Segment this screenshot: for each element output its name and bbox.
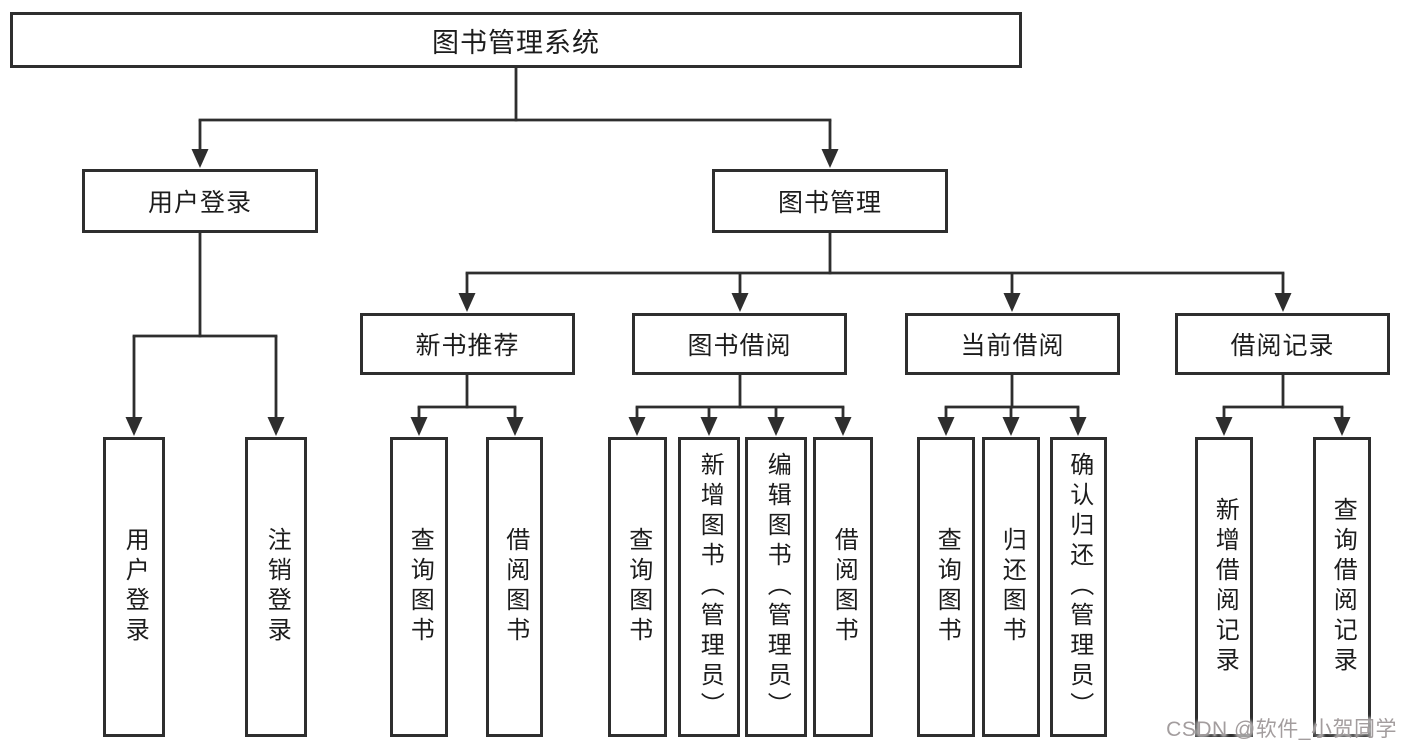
node-new-book-recommend-label: 新书推荐 xyxy=(415,332,520,360)
csdn-watermark: CSDN @软件_小贺同学 xyxy=(1166,718,1397,741)
leaf-return-book: 归还图书 xyxy=(982,437,1040,737)
leaf-edit-book-admin-label: 编辑图书（管理员） xyxy=(763,452,791,722)
node-book-management-label: 图书管理 xyxy=(777,189,882,217)
node-book-borrow-label: 图书借阅 xyxy=(687,332,792,360)
node-borrow-records: 借阅记录 xyxy=(1175,313,1390,375)
connector-root-to-level2 xyxy=(191,68,839,168)
leaf-logout-label: 注销登录 xyxy=(263,527,291,647)
node-user-login: 用户登录 xyxy=(82,169,318,233)
leaf-confirm-return-admin: 确认归还（管理员） xyxy=(1050,437,1107,737)
node-book-borrow: 图书借阅 xyxy=(632,313,847,375)
leaf-query-book-1-label: 查询图书 xyxy=(406,527,434,647)
leaf-borrow-book-1: 借阅图书 xyxy=(486,437,543,737)
connector-borrow-records-branch xyxy=(1215,375,1351,436)
connector-new-book-recommend-branch xyxy=(410,375,524,436)
node-root-label: 图书管理系统 xyxy=(432,27,600,58)
leaf-add-book-admin-label: 新增图书（管理员） xyxy=(696,452,724,722)
leaf-query-book-2: 查询图书 xyxy=(608,437,667,737)
connector-book-borrow-branch xyxy=(628,375,852,436)
leaf-add-borrow-record-label: 新增借阅记录 xyxy=(1211,497,1239,677)
leaf-borrow-book-2: 借阅图书 xyxy=(813,437,873,737)
leaf-query-borrow-record: 查询借阅记录 xyxy=(1313,437,1371,737)
node-borrow-records-label: 借阅记录 xyxy=(1230,332,1335,360)
leaf-confirm-return-admin-label: 确认归还（管理员） xyxy=(1065,452,1093,722)
leaf-user-login-label: 用户登录 xyxy=(121,527,149,647)
leaf-query-book-3-label: 查询图书 xyxy=(933,527,961,647)
node-new-book-recommend: 新书推荐 xyxy=(360,313,575,375)
node-book-management: 图书管理 xyxy=(712,169,948,233)
leaf-query-borrow-record-label: 查询借阅记录 xyxy=(1329,497,1357,677)
leaf-return-book-label: 归还图书 xyxy=(998,527,1026,647)
leaf-borrow-book-2-label: 借阅图书 xyxy=(830,527,858,647)
leaf-query-book-3: 查询图书 xyxy=(917,437,975,737)
leaf-add-borrow-record: 新增借阅记录 xyxy=(1195,437,1253,737)
leaf-query-book-2-label: 查询图书 xyxy=(624,527,652,647)
connector-user-login-branch xyxy=(125,233,285,436)
leaf-borrow-book-1-label: 借阅图书 xyxy=(501,527,529,647)
leaf-add-book-admin: 新增图书（管理员） xyxy=(678,437,740,737)
connector-book-management-branch xyxy=(458,233,1292,312)
connector-current-borrow-branch xyxy=(937,375,1087,436)
leaf-edit-book-admin: 编辑图书（管理员） xyxy=(745,437,807,737)
leaf-user-login: 用户登录 xyxy=(103,437,165,737)
node-user-login-label: 用户登录 xyxy=(147,189,252,217)
node-current-borrow: 当前借阅 xyxy=(905,313,1120,375)
leaf-logout: 注销登录 xyxy=(245,437,307,737)
node-root-system: 图书管理系统 xyxy=(10,12,1022,68)
leaf-query-book-1: 查询图书 xyxy=(390,437,448,737)
node-current-borrow-label: 当前借阅 xyxy=(960,332,1065,360)
